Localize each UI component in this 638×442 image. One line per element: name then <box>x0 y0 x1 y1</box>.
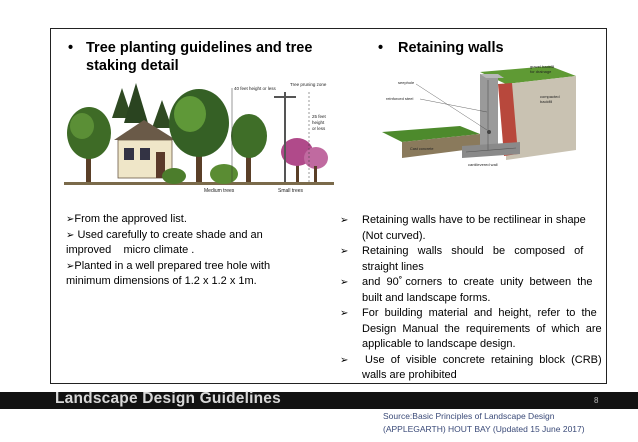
small-height-label-2: height <box>312 120 325 125</box>
wall-top <box>480 74 504 78</box>
tree-trunk <box>86 148 91 182</box>
backfill-label: backfill <box>540 99 552 104</box>
pole-crossbar <box>274 96 296 98</box>
compacted-backfill <box>506 76 576 160</box>
tree-trunk <box>296 162 299 182</box>
seephole-label: seephole <box>398 80 415 85</box>
house-window <box>140 148 150 160</box>
retaining-wall-guidelines: ➢ Retaining walls have to be rectilinear… <box>340 213 602 384</box>
retaining-item: ➢ Retaining walls have to be rectilinear… <box>340 214 586 242</box>
source-line-1: Source:Basic Principles of Landscape Des… <box>383 411 555 421</box>
tree-line-4: ➢Planted in a well prepared tree hole wi… <box>66 259 271 272</box>
arrow-bullet-icon: ➢ <box>66 214 75 225</box>
medium-trees-label: Medium trees <box>204 188 235 194</box>
arrow-bullet-icon: ➢ <box>66 229 75 241</box>
retaining-wall-illustration: gravel backfill for drainage seephole re… <box>382 64 576 167</box>
height-note-label: 40 feet height or less <box>234 86 277 91</box>
retaining-item: ➢ and 90˚ corners to create unity betwee… <box>340 276 593 304</box>
pine-tree <box>124 83 148 123</box>
shrub <box>162 168 186 184</box>
footer-title: Landscape Design Guidelines <box>55 390 281 407</box>
house-door <box>156 152 165 178</box>
tree-line-3: improved micro climate . <box>66 244 195 256</box>
footing-steel <box>465 147 517 153</box>
gravel-label: gravel backfill <box>530 64 554 69</box>
medium-tree-canopy <box>231 114 267 158</box>
arrow-bullet-icon: ➢ <box>66 260 75 272</box>
compacted-label: compacted <box>540 94 560 99</box>
title-bullet: • <box>378 40 384 56</box>
tree-line-5: minimum dimensions of 1.2 x 1.2 x 1m. <box>66 275 257 287</box>
footing-label: Cast concrete <box>410 147 433 151</box>
ground-line <box>64 182 334 185</box>
shrub <box>210 164 238 184</box>
wall-type-label: cantilevered wall <box>468 162 498 167</box>
pine-tree <box>152 100 172 128</box>
arrow-bullet-icon: ➢ <box>340 277 349 288</box>
tree-line-2: ➢ Used carefully to create shade and an <box>66 228 263 241</box>
steel-label: reinforced steel <box>386 96 413 101</box>
canopy-highlight <box>70 113 94 139</box>
arrow-bullet-icon: ➢ <box>340 215 349 226</box>
small-tree-canopy <box>304 147 328 169</box>
lower-grass <box>382 126 480 142</box>
arrow-bullet-icon: ➢ <box>340 354 349 366</box>
upper-grass <box>480 66 576 84</box>
seephole-leader <box>415 83 488 131</box>
pine-tree <box>112 88 132 118</box>
tree-trunk <box>196 146 202 182</box>
retaining-item: ➢ Use of visible concrete retaining bloc… <box>340 353 602 382</box>
small-height-label-3: or less <box>312 126 326 131</box>
tree-line-1: ➢From the approved list. <box>66 213 187 225</box>
retaining-item: ➢ For building material and height, refe… <box>340 307 602 350</box>
source-citation: Source:Basic Principles of Landscape Des… <box>383 410 585 436</box>
tree-guidelines-text: ➢From the approved list. ➢ Used carefull… <box>66 212 324 290</box>
title-bullet: • <box>68 40 74 56</box>
retaining-title-text: Retaining walls <box>398 40 504 56</box>
lower-soil <box>402 134 480 158</box>
tree-planting-title: • Tree planting guidelines and tree stak… <box>68 39 338 75</box>
utility-pole <box>284 92 286 182</box>
page-number: 8 <box>594 396 599 405</box>
house-window <box>124 148 134 160</box>
tree-title-line-1: Tree planting guidelines and tree <box>86 40 313 56</box>
pruning-zone-label: Tree pruning zone <box>290 82 327 87</box>
arrow-bullet-icon: ➢ <box>340 246 349 257</box>
seephole <box>487 130 491 134</box>
small-trees-label: Small trees <box>278 188 304 194</box>
house-roof <box>114 120 176 140</box>
tree-title-line-2: staking detail <box>86 58 179 74</box>
arrow-bullet-icon: ➢ <box>340 308 349 319</box>
footer-band <box>0 392 638 409</box>
gravel-backfill <box>498 83 518 156</box>
tree-trunk <box>314 166 317 182</box>
retaining-walls-title: • Retaining walls <box>378 39 578 57</box>
concrete-wall <box>480 74 498 148</box>
tree-planting-illustration: 40 feet height or less Tree pruning zone… <box>64 82 334 194</box>
small-height-label-1: 25 feet <box>312 114 327 119</box>
drainage-label: for drainage <box>530 69 552 74</box>
source-line-2: (APPLEGARTH) HOUT BAY (Updated 15 June 2… <box>383 424 585 434</box>
tree-trunk <box>246 150 251 182</box>
canopy-highlight <box>174 96 206 132</box>
retaining-item: ➢ Retaining walls should be composed of … <box>340 245 584 273</box>
steel-leader <box>419 98 488 113</box>
